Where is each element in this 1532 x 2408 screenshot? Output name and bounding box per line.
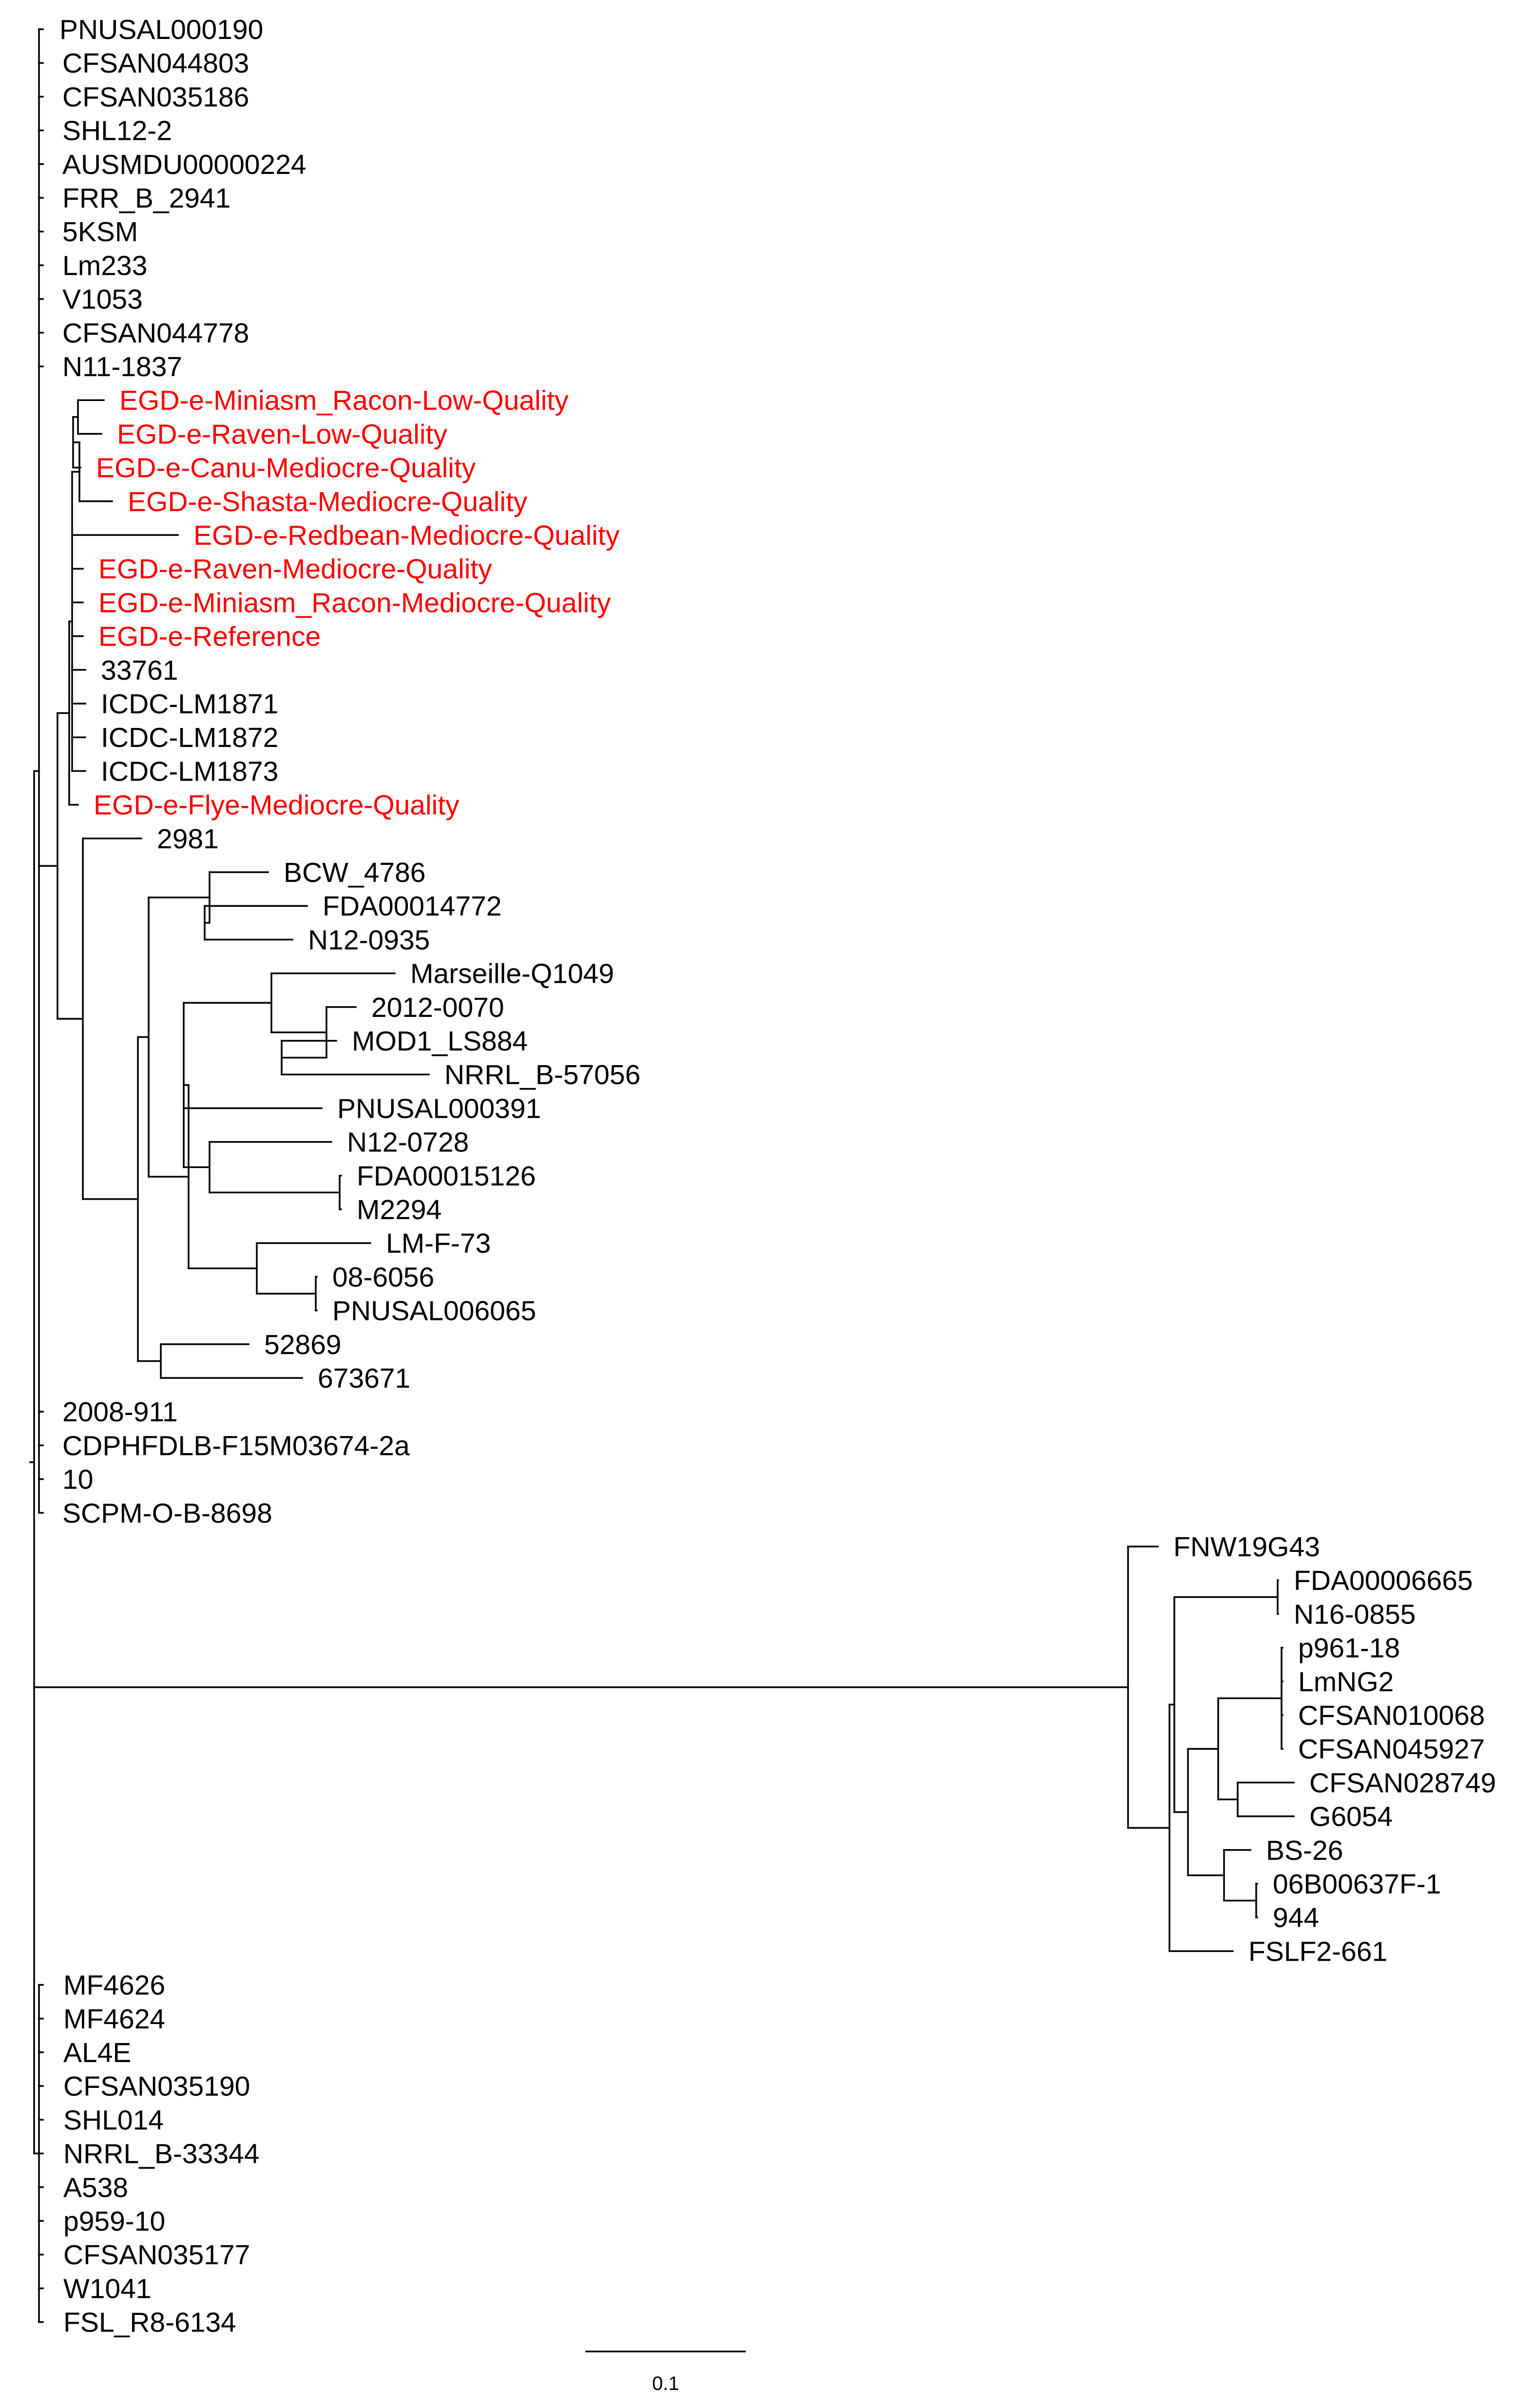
leaf-label: p959-10 [63,2206,165,2237]
leaf-label: EGD-e-Raven-Mediocre-Quality [98,554,492,585]
leaf-label: CFSAN035190 [63,2071,250,2102]
leaf-label: CFSAN044803 [62,48,249,79]
leaf-label: 2008-911 [62,1396,178,1428]
leaf-label: 673671 [318,1363,410,1394]
scale-bar: 0.1 [585,2351,746,2394]
leaf-label: NRRL_B-57056 [444,1059,640,1090]
leaf-label: 08-6056 [332,1261,434,1293]
leaf-label: AUSMDU00000224 [62,149,306,180]
leaf-label: N12-0728 [347,1127,469,1158]
leaf-label: SCPM-O-B-8698 [62,1498,272,1529]
leaf-label: SHL12-2 [62,115,172,147]
leaf-label: N12-0935 [308,924,430,956]
leaf-label: FRR_B_2941 [62,183,230,214]
leaf-label: EGD-e-Reference [98,621,321,652]
leaf-label: CFSAN035177 [63,2239,250,2271]
leaf-label: 2012-0070 [371,992,504,1023]
leaf-label: CFSAN010068 [1298,1700,1485,1731]
leaf-label: PNUSAL000190 [59,14,263,45]
leaf-label: CFSAN044778 [62,318,249,349]
leaf-label: EGD-e-Raven-Low-Quality [117,419,447,450]
leaf-label: FSLF2-661 [1248,1936,1387,1967]
leaf-label: p961-18 [1298,1633,1400,1664]
leaf-label: AL4E [63,2037,131,2068]
leaf-label: N11-1837 [62,351,182,382]
tree-labels: PNUSAL000190CFSAN044803CFSAN035186SHL12-… [59,14,1496,2338]
leaf-label: CDPHFDLB-F15M03674-2a [62,1430,410,1461]
tree-branches [29,28,1295,2323]
leaf-label: ICDC-LM1873 [101,756,278,787]
leaf-label: BS-26 [1266,1835,1343,1866]
leaf-label: FDA00015126 [357,1161,536,1192]
leaf-label: FDA00014772 [323,891,502,922]
leaf-label: PNUSAL006065 [332,1296,536,1327]
leaf-label: EGD-e-Miniasm_Racon-Mediocre-Quality [98,587,611,618]
leaf-label: EGD-e-Miniasm_Racon-Low-Quality [119,385,569,416]
leaf-label: 944 [1273,1902,1319,1933]
leaf-label: 2981 [157,823,219,855]
leaf-label: EGD-e-Canu-Mediocre-Quality [96,453,476,484]
leaf-label: MF4624 [63,2004,165,2035]
leaf-label: V1053 [62,284,143,315]
leaf-label: FSL_R8-6134 [63,2307,236,2338]
leaf-label: N16-0855 [1294,1599,1416,1630]
leaf-label: NRRL_B-33344 [63,2139,259,2170]
leaf-label: FNW19G43 [1173,1531,1320,1563]
leaf-label: FDA00006665 [1294,1565,1473,1596]
leaf-label: MF4626 [63,1970,165,2001]
leaf-label: EGD-e-Flye-Mediocre-Quality [94,790,460,821]
leaf-label: PNUSAL000391 [337,1093,541,1124]
leaf-label: 10 [62,1464,93,1495]
leaf-label: 06B00637F-1 [1273,1869,1441,1900]
leaf-label: 52869 [264,1329,342,1360]
leaf-label: G6054 [1309,1801,1393,1833]
leaf-label: MOD1_LS884 [352,1026,528,1057]
leaf-label: LmNG2 [1298,1666,1394,1698]
leaf-label: LM-F-73 [386,1228,491,1259]
leaf-label: ICDC-LM1872 [101,722,278,753]
leaf-label: A538 [63,2172,128,2203]
leaf-label: CFSAN028749 [1309,1767,1496,1798]
leaf-label: EGD-e-Redbean-Mediocre-Quality [193,520,620,551]
leaf-label: CFSAN045927 [1298,1734,1485,1765]
leaf-label: EGD-e-Shasta-Mediocre-Quality [128,486,528,517]
leaf-label: SHL014 [63,2104,164,2136]
leaf-label: 33761 [101,655,178,686]
leaf-label: Marseille-Q1049 [410,958,614,990]
scale-bar-label: 0.1 [652,2373,679,2394]
leaf-label: W1041 [63,2273,152,2304]
leaf-label: ICDC-LM1871 [101,688,278,720]
leaf-label: CFSAN035186 [62,81,249,113]
leaf-label: M2294 [357,1194,441,1225]
leaf-label: Lm233 [62,250,147,281]
leaf-label: BCW_4786 [284,857,426,888]
leaf-label: 5KSM [62,216,138,248]
